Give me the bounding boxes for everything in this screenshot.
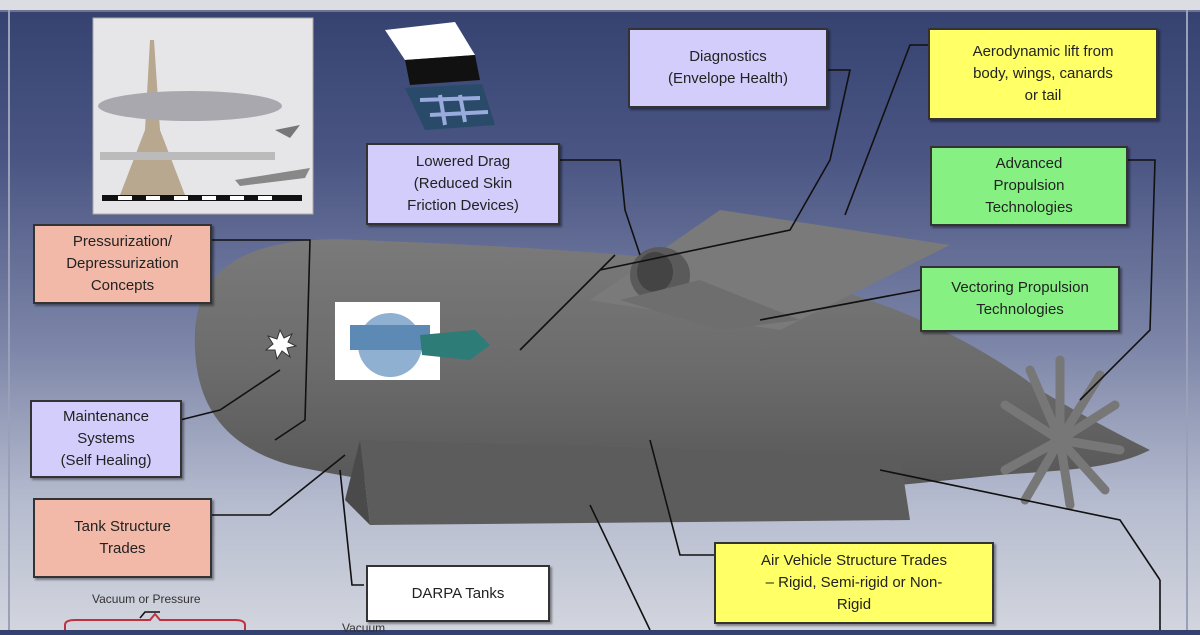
sensor-image — [335, 302, 490, 380]
aerodynamic-lift-label: Aerodynamic lift from body, wings, canar… — [928, 28, 1158, 120]
pressurization-label: Pressurization/ Depressurization Concept… — [33, 224, 212, 304]
vectoring-propulsion-label: Vectoring Propulsion Technologies — [920, 266, 1120, 332]
top-band — [0, 0, 1200, 12]
slide-frame — [8, 10, 1188, 630]
skin-friction-device-image — [385, 22, 495, 130]
vacuum-text: Vacuum — [342, 621, 386, 635]
propeller — [1000, 355, 1125, 510]
brace — [64, 612, 246, 630]
maintenance-systems-label: Maintenance Systems (Self Healing) — [30, 400, 182, 478]
leader-lines — [139, 44, 1161, 630]
air-vehicle-structure-label: Air Vehicle Structure Trades – Rigid, Se… — [714, 542, 994, 624]
diagnostics-label: Diagnostics (Envelope Health) — [628, 28, 828, 108]
starburst-icon — [264, 328, 298, 361]
tank-structure-label: Tank Structure Trades — [33, 498, 212, 578]
advanced-propulsion-label: Advanced Propulsion Technologies — [930, 146, 1128, 226]
lowered-drag-label: Lowered Drag (Reduced Skin Friction Devi… — [366, 143, 560, 225]
darpa-tanks-label: DARPA Tanks — [366, 565, 550, 622]
size-comparison-image — [92, 17, 314, 215]
vacuum-or-pressure-text: Vacuum or Pressure — [92, 592, 201, 606]
